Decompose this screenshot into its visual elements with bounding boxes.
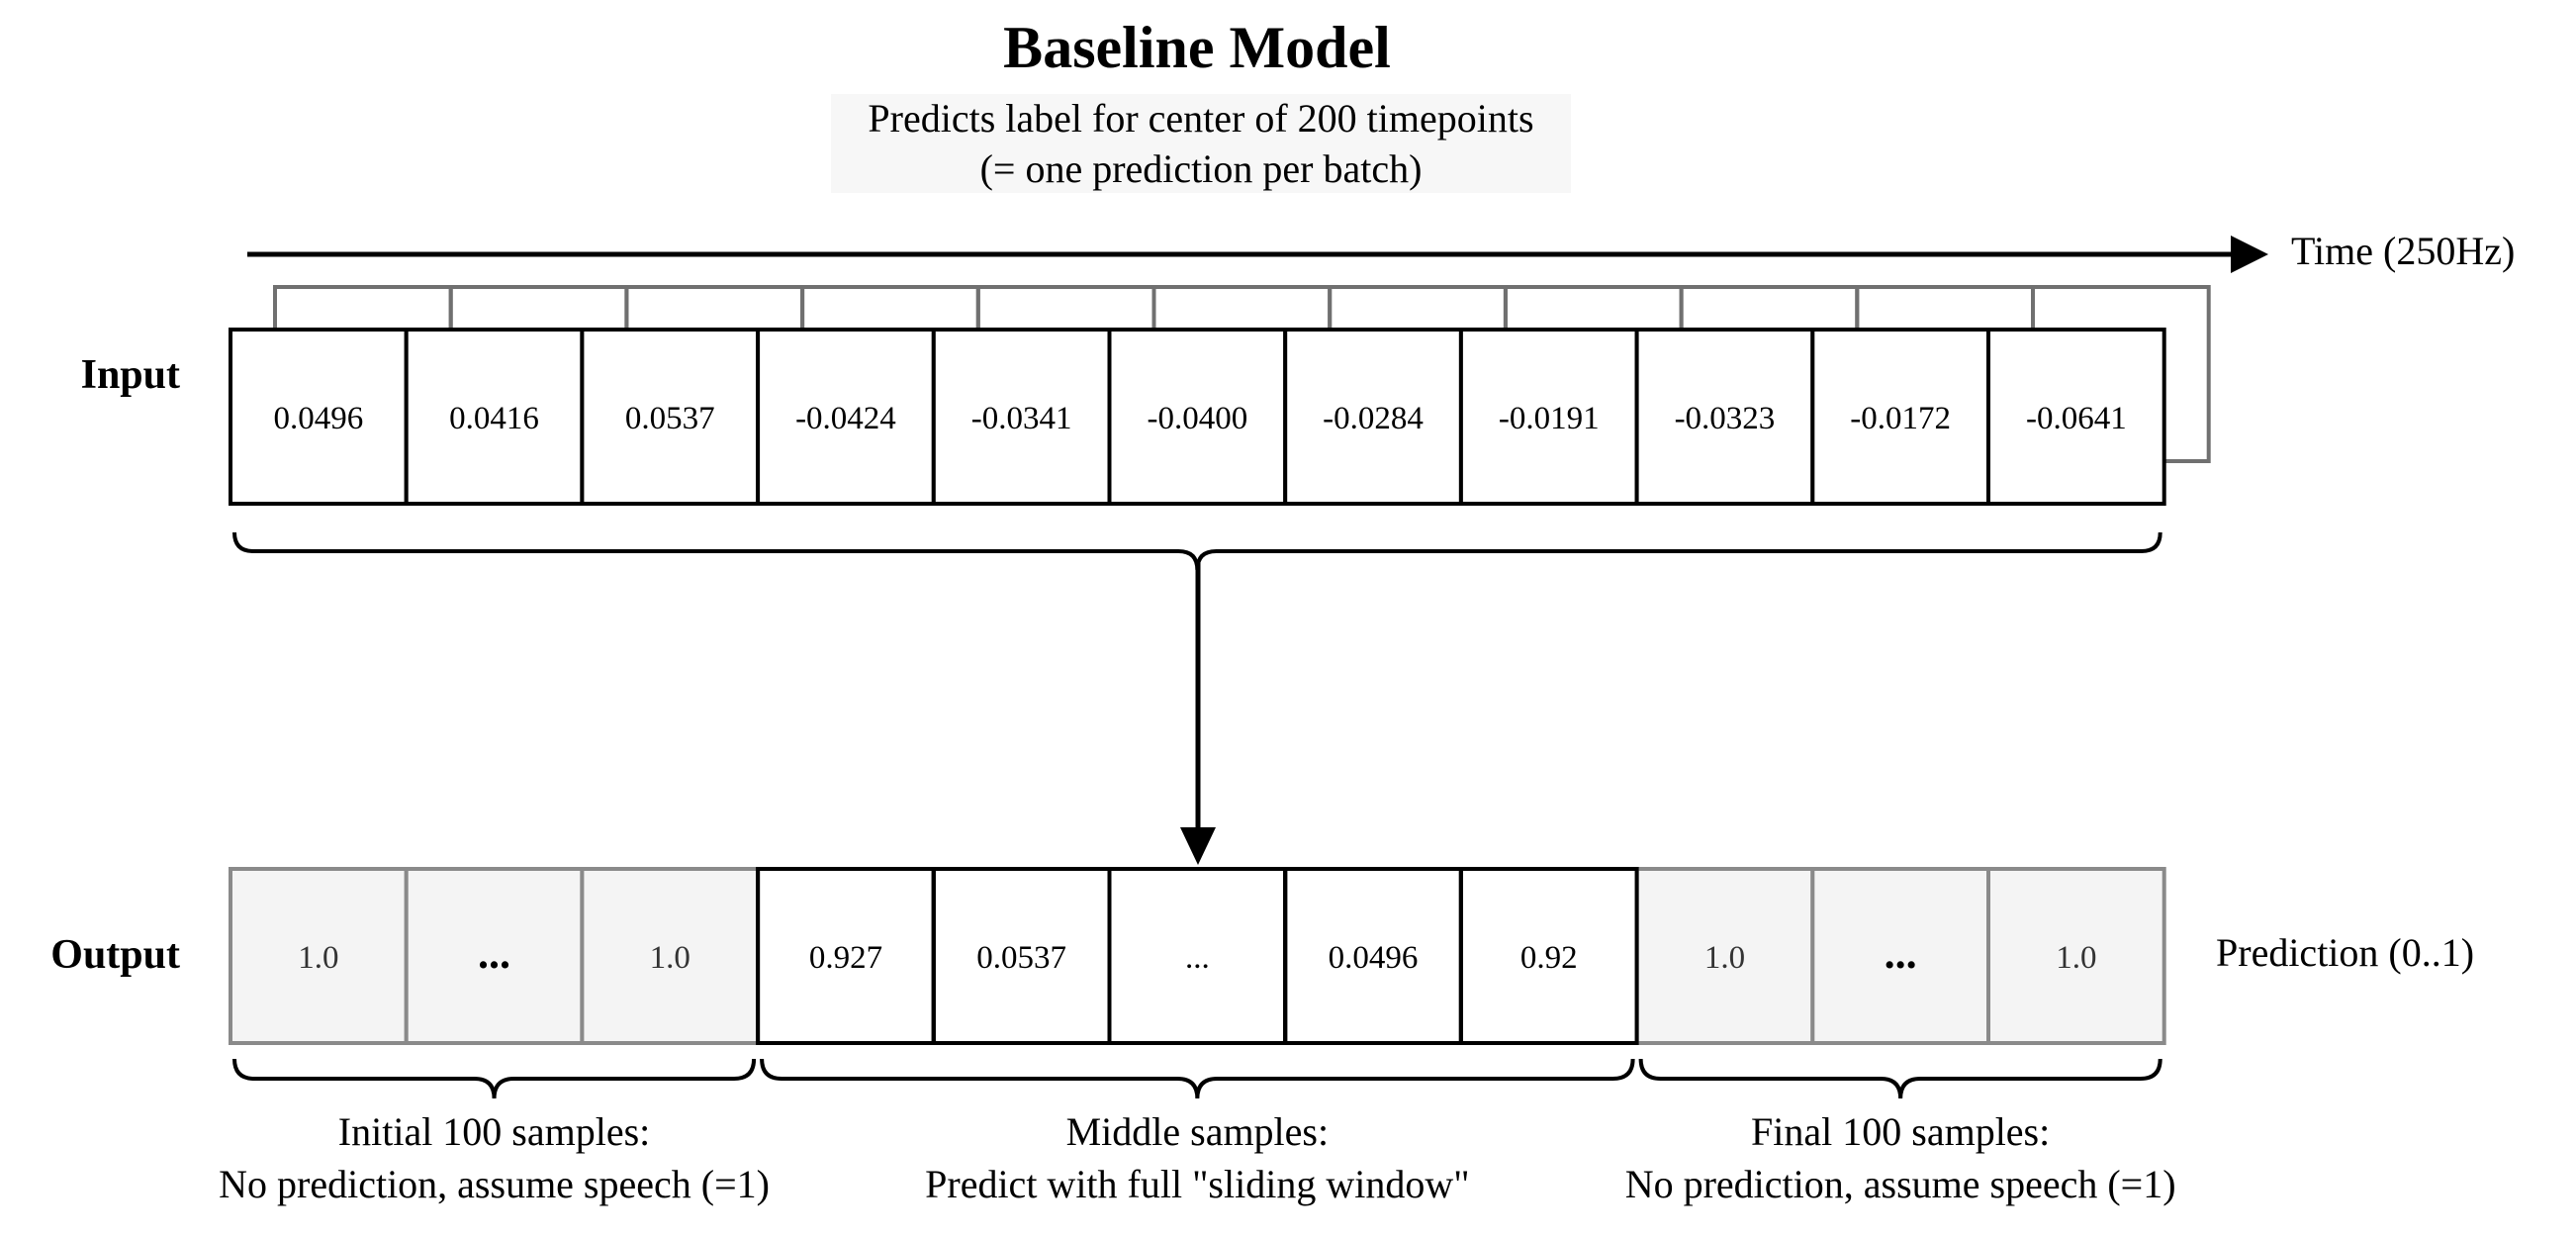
input-cells: 0.0496 0.0416 0.0537 -0.0424 -0.0341 -0.0400 -… xyxy=(229,328,2166,506)
input-cell xyxy=(1986,328,2166,506)
group-caption-desc-initial: No prediction, assume speech (=1) xyxy=(219,1162,770,1206)
model-arrow-head xyxy=(1180,827,1216,865)
input-row-label: Input xyxy=(81,352,180,398)
subtitle-line-1: Predicts label for center of 200 timepoi… xyxy=(868,96,1533,141)
group-annotations: Initial 100 samples: No prediction, assum… xyxy=(219,1058,2176,1206)
input-cell-value: -0.0424 xyxy=(795,401,896,436)
input-cell xyxy=(756,328,936,506)
input-cell-value: 0.0537 xyxy=(625,401,715,436)
time-axis-arrowhead xyxy=(2231,236,2268,273)
output-cell-value: 0.0537 xyxy=(976,940,1066,976)
output-cells: 1.0... 1.0 0.927 0.0537... 0.0496 0.92 1.0... 1… xyxy=(229,867,2166,1045)
group-brace-final xyxy=(1638,1058,2162,1099)
output-cell-value: 0.0496 xyxy=(1329,940,1419,976)
output-cell-value: 0.927 xyxy=(809,940,882,976)
input-cell-value: -0.0641 xyxy=(2026,401,2127,436)
group-caption-desc-middle: Predict with full "sliding window" xyxy=(925,1162,1469,1206)
input-cell xyxy=(1634,328,1815,506)
input-cell-value: -0.0284 xyxy=(1323,401,1424,436)
input-cell-value: 0.0496 xyxy=(273,401,363,436)
input-cell-value: -0.0191 xyxy=(1499,401,1600,436)
group-brace-middle xyxy=(760,1058,1635,1099)
input-cell-value: -0.0323 xyxy=(1675,401,1776,436)
input-cell xyxy=(404,328,585,506)
input-cell xyxy=(580,328,761,506)
padded-output-cell xyxy=(229,867,409,1045)
group-caption-desc-final: No prediction, assume speech (=1) xyxy=(1625,1162,2176,1206)
predicted-output-cell xyxy=(756,867,936,1045)
padded-output-cell xyxy=(404,867,585,1045)
input-cell-value: 0.0416 xyxy=(449,401,539,436)
subtitle-background xyxy=(831,94,1571,193)
output-cell-value: ... xyxy=(1185,940,1210,976)
input-cell xyxy=(1458,328,1639,506)
predicted-output-cell-border xyxy=(1458,867,1639,1045)
output-cell-value: ... xyxy=(478,929,510,978)
input-cell xyxy=(1107,328,1288,506)
output-cell-value: 1.0 xyxy=(650,940,690,976)
group-brace-initial xyxy=(232,1058,757,1099)
input-cell xyxy=(1810,328,1991,506)
padded-output-cell xyxy=(1986,867,2166,1045)
output-cell-value: 1.0 xyxy=(2056,940,2096,976)
group-caption-title-final: Final 100 samples: xyxy=(1751,1109,2050,1154)
output-cell-value: 1.0 xyxy=(1704,940,1745,976)
input-cell-value: -0.0172 xyxy=(1850,401,1951,436)
input-cell xyxy=(229,328,409,506)
input-cell-value: -0.0400 xyxy=(1147,401,1247,436)
padded-output-cell xyxy=(1634,867,1815,1045)
group-caption-title-initial: Initial 100 samples: xyxy=(338,1109,651,1154)
output-cell-value: ... xyxy=(1885,929,1917,978)
padded-output-cell xyxy=(580,867,761,1045)
diagram-title: Baseline Model xyxy=(1003,15,1391,80)
subtitle-line-2: (= one prediction per batch) xyxy=(980,146,1423,191)
input-cell xyxy=(931,328,1112,506)
output-row-label: Output xyxy=(50,932,180,978)
group-caption-title-middle: Middle samples: xyxy=(1066,1109,1330,1154)
time-axis-label: Time (250Hz) xyxy=(2291,229,2515,273)
input-cell xyxy=(1283,328,1463,506)
prediction-label: Prediction (0..1) xyxy=(2216,930,2474,975)
output-cell-value: 0.92 xyxy=(1520,940,1578,976)
input-cell-value: -0.0341 xyxy=(971,401,1072,436)
output-cell-value: 1.0 xyxy=(298,940,338,976)
